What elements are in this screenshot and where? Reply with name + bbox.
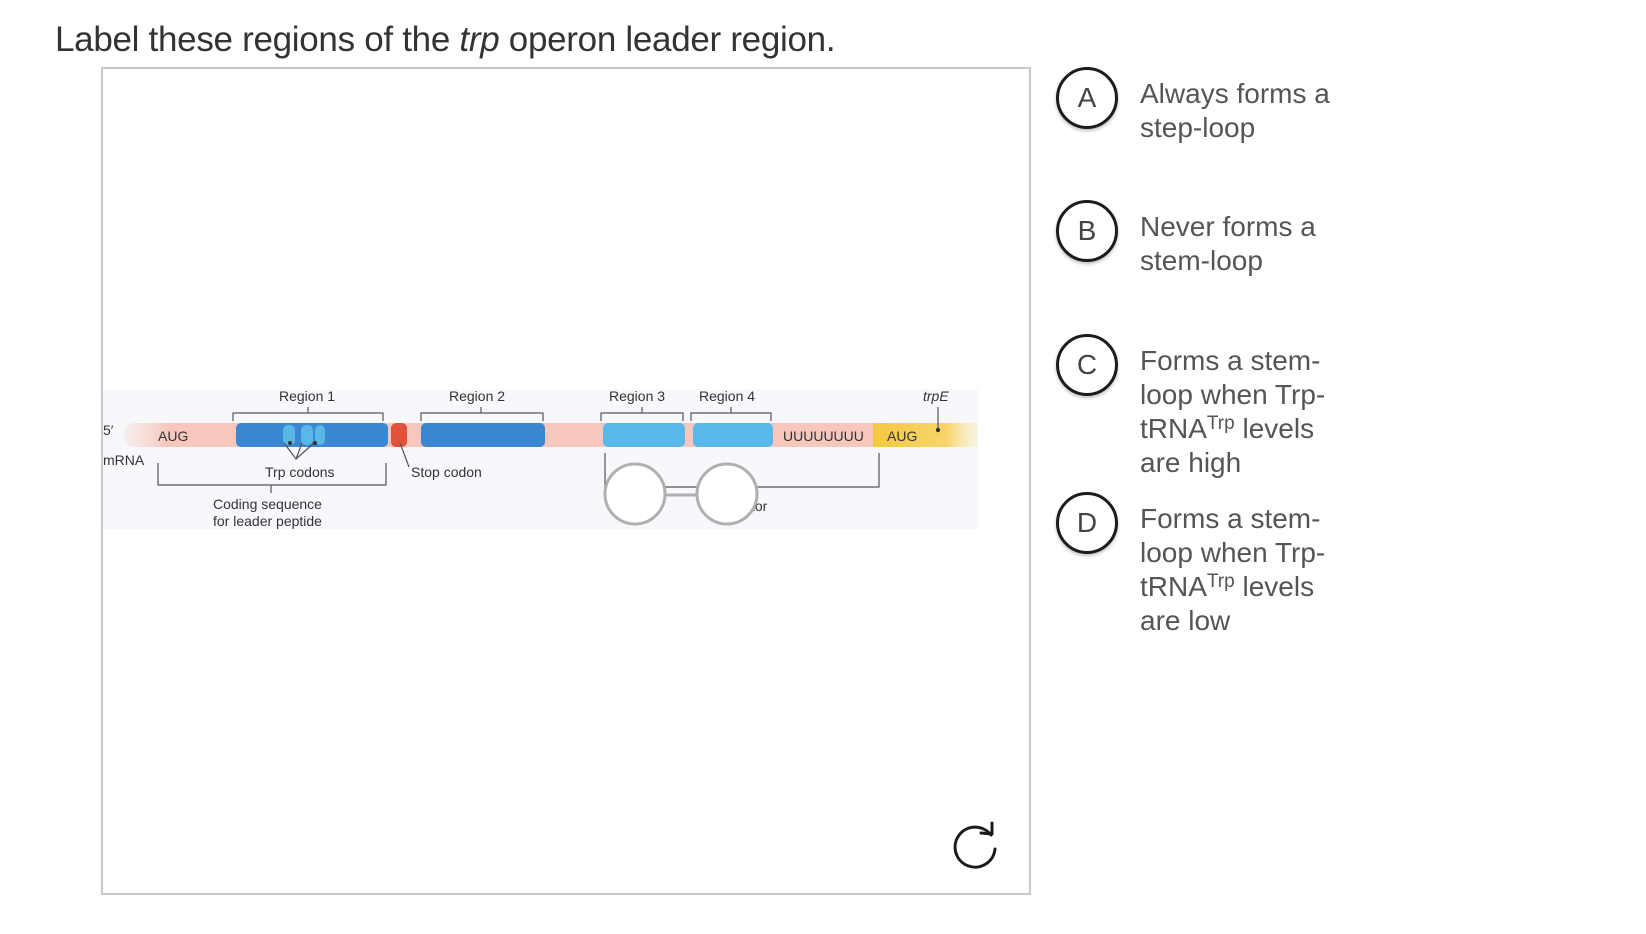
uuu-label: UUUUUUUU: [783, 428, 864, 444]
choice-b-line-2: stem-loop: [1140, 245, 1263, 276]
choice-a-badge[interactable]: A: [1056, 67, 1118, 129]
choice-d-trp-superscript: Trp: [1206, 571, 1235, 592]
trp-codon-3: [315, 425, 325, 445]
trp-dot-2: [313, 441, 317, 445]
region4-bracket: [690, 407, 772, 421]
diagram-background: [103, 389, 978, 529]
choice-b-line-1: Never forms a: [1140, 211, 1316, 242]
region3-label: Region 3: [609, 388, 665, 404]
region3-bracket: [600, 407, 684, 421]
stop-codon-pointer: [399, 442, 410, 468]
choice-d-trna: tRNA: [1140, 571, 1207, 602]
choice-d-levels: levels: [1234, 571, 1315, 602]
trpE-dot: [935, 427, 941, 433]
reset-button[interactable]: [947, 817, 1007, 877]
question-italic-trp: trp: [459, 20, 500, 59]
question-title: Label these regions of the trp operon le…: [55, 20, 836, 60]
question-text: Label these regions of the: [55, 20, 460, 59]
trpE-label: trpE: [923, 388, 949, 404]
refresh-icon: [953, 821, 997, 869]
choice-c-trna: tRNA: [1140, 413, 1207, 444]
stop-codon-bar: [391, 423, 407, 447]
region1-label: Region 1: [279, 388, 335, 404]
aug-trpE-label: AUG: [887, 428, 917, 444]
drop-zone-region3[interactable]: [603, 462, 667, 526]
choice-d-text: Forms a stem- loop when Trp- tRNATrp lev…: [1140, 502, 1360, 638]
trp-leader-diagram: 5′ mRNA AUG Region 1 Region 2 Region 3 R…: [103, 388, 978, 529]
five-prime-label: 5′: [103, 422, 114, 438]
labeling-canvas: 5′ mRNA AUG Region 1 Region 2 Region 3 R…: [101, 67, 1031, 895]
choice-c-line-4: are high: [1140, 447, 1242, 478]
choice-b-badge[interactable]: B: [1056, 200, 1118, 262]
region2-bar: [421, 423, 545, 447]
region1-bracket: [232, 407, 384, 421]
coding-sequence-bracket: [157, 463, 387, 486]
choice-d-line-2: loop when Trp-: [1140, 537, 1326, 568]
choice-d-line-4: are low: [1140, 605, 1231, 636]
choice-d-line-3: tRNATrp levels: [1140, 570, 1360, 604]
region2-label: Region 2: [449, 388, 505, 404]
choice-c-badge[interactable]: C: [1056, 334, 1118, 396]
question-text-end: operon leader region.: [499, 20, 836, 59]
region4-label: Region 4: [699, 388, 755, 404]
choice-c-text: Forms a stem- loop when Trp- tRNATrp lev…: [1140, 344, 1360, 480]
choice-d-line-1: Forms a stem-: [1140, 503, 1321, 534]
choice-c-trp-superscript: Trp: [1206, 413, 1235, 434]
choice-c-line-1: Forms a stem-: [1140, 345, 1321, 376]
mrna-label: mRNA: [103, 452, 145, 468]
trp-codons-pointer: [283, 442, 315, 461]
region3-bar: [603, 423, 685, 447]
trp-dot-1: [288, 441, 292, 445]
choice-a-line-2: step-loop: [1140, 112, 1256, 143]
coding-sequence-label-2: for leader peptide: [213, 513, 322, 529]
region2-bracket: [420, 407, 544, 421]
choice-c-levels: levels: [1234, 413, 1315, 444]
trp-codon-1: [283, 425, 295, 445]
choice-c-line-2: loop when Trp-: [1140, 379, 1326, 410]
trp-codon-2: [301, 425, 313, 445]
trpE-segment: [873, 423, 978, 447]
trp-codons-label: Trp codons: [265, 464, 335, 480]
coding-sequence-label-1: Coding sequence: [213, 496, 322, 512]
choice-d-badge[interactable]: D: [1056, 492, 1118, 554]
aug-start-label: AUG: [158, 428, 188, 444]
choice-b-text: Never forms a stem-loop: [1140, 210, 1360, 278]
stop-codon-label: Stop codon: [411, 464, 482, 480]
choice-c-line-3: tRNATrp levels: [1140, 412, 1360, 446]
choice-a-line-1: Always forms a: [1140, 78, 1330, 109]
region4-bar: [693, 423, 773, 447]
choice-a-text: Always forms a step-loop: [1140, 77, 1360, 145]
drop-zone-region4[interactable]: [695, 462, 759, 526]
